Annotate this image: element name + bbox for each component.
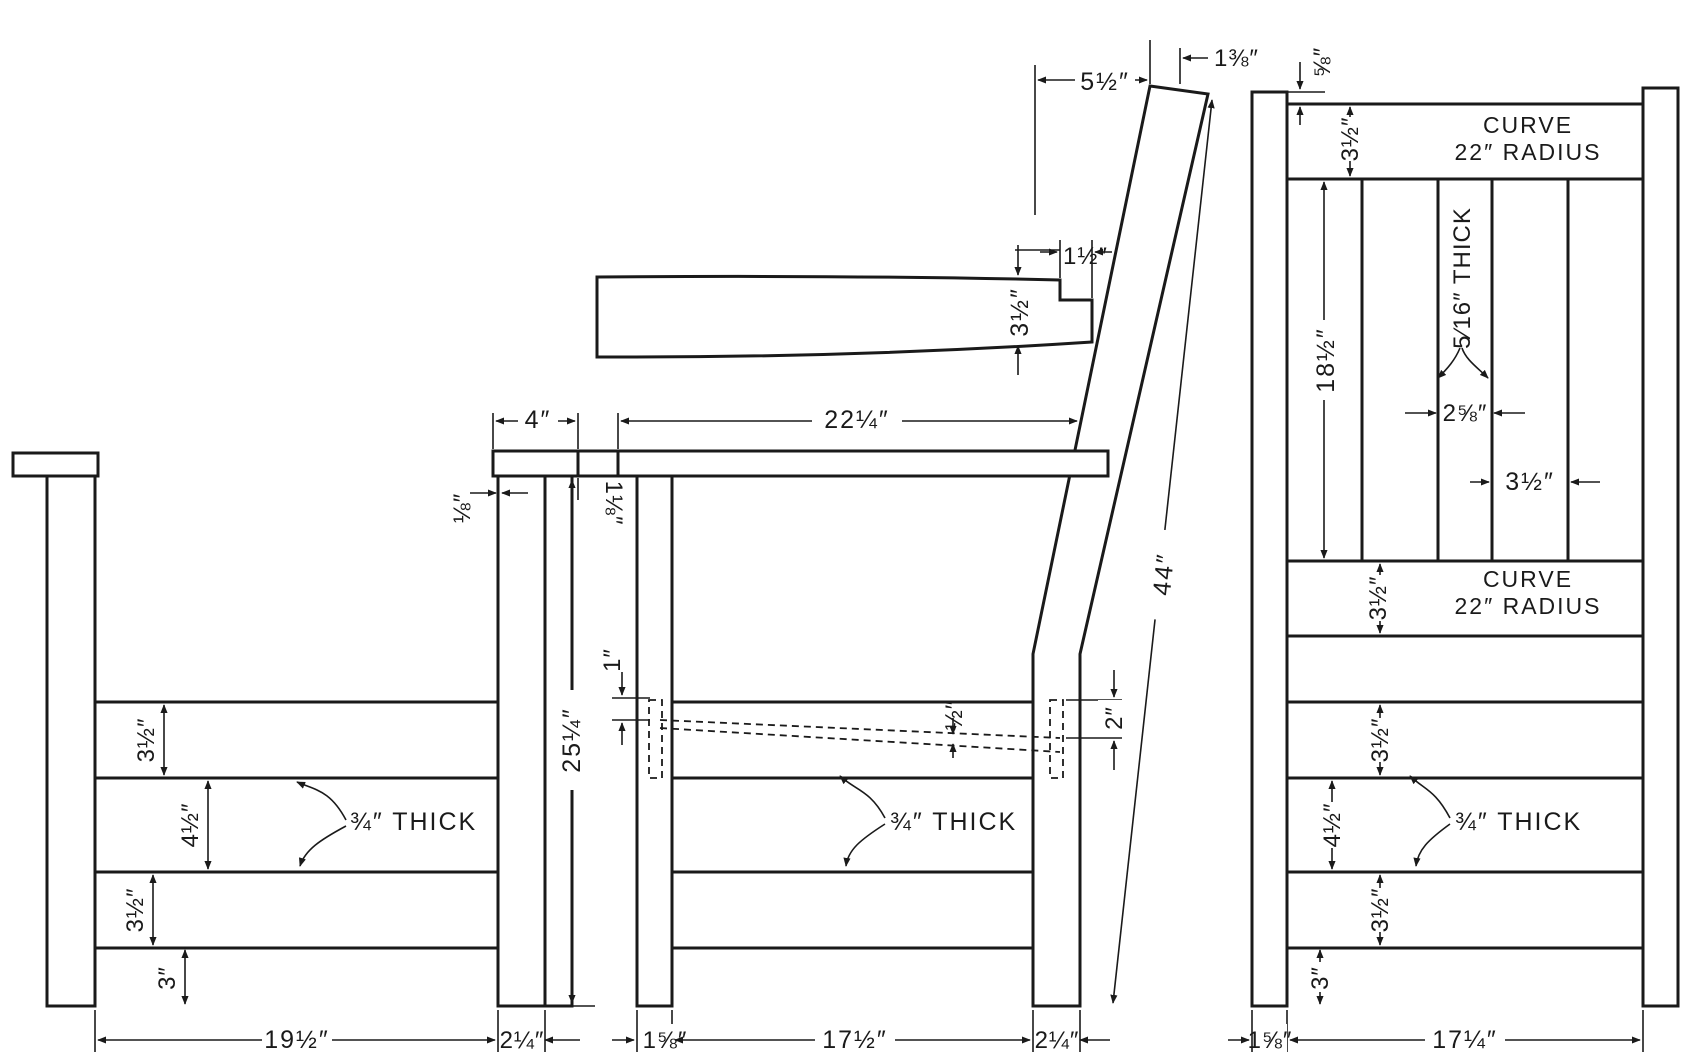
back-slat-spacing-label: 3½″ (1505, 468, 1555, 496)
back-top-curve-line2: 22″ RADIUS (1454, 139, 1601, 165)
side-back-top-label: 1⅜″ (1214, 45, 1259, 72)
end-post-left (45, 474, 97, 1008)
side-thickness-note: ¾″ THICK (890, 808, 1017, 836)
side-arm-length-label: 22¼″ (824, 406, 890, 434)
end-rail-1-label: 3½″ (133, 718, 160, 763)
back-thickness-note: ¾″ THICK (1455, 808, 1582, 836)
side-view: 4″ 22¼″ ⅛″ 1⅛″ 25¼″ 1″ ½″ 2″ (449, 40, 1259, 1054)
back-rail-1-label: 3½″ (1367, 718, 1394, 763)
side-tenon-back-label: 2″ (1101, 706, 1128, 730)
back-rail-2 (1285, 776, 1645, 874)
back-view: ⅝″ 3½″ CURVE 22″ RADIUS 18½″ 5⁄16″ THICK… (1228, 47, 1680, 1054)
back-post-left (1250, 90, 1289, 1008)
side-back-rake-label: 5½″ (1080, 68, 1130, 96)
back-rail-3 (1285, 870, 1645, 950)
end-post-cap (11, 451, 100, 478)
side-back-leg-label: 2¼″ (1035, 1027, 1080, 1054)
back-slat-length-label: 18½″ (1312, 327, 1340, 393)
arm-height-label: 3½″ (1006, 287, 1034, 337)
side-rail-slope-label: ½″ (941, 700, 968, 731)
end-rail-2 (93, 776, 500, 874)
back-rail-a (1285, 634, 1645, 704)
side-depth-label: 17½″ (822, 1026, 888, 1054)
side-back-height-label: 44″ (1148, 551, 1180, 596)
back-slat-width-label: 2⅝″ (1443, 400, 1488, 427)
back-rail-1 (1285, 700, 1645, 780)
back-top-curve-line1: CURVE (1483, 112, 1573, 138)
back-slat-thickness-label: 5⁄16″ THICK (1449, 207, 1476, 349)
arm-piece (595, 274, 1094, 359)
side-arm-front (491, 449, 580, 478)
back-lower-curve-line2: 22″ RADIUS (1454, 593, 1601, 619)
side-front-leg (635, 474, 674, 1008)
side-back-post (1031, 84, 1210, 1008)
side-hidden-tenon-front (648, 699, 663, 779)
side-rail-1 (670, 700, 1035, 780)
end-rail-3 (93, 870, 500, 950)
back-rail-3-label: 3½″ (1367, 888, 1394, 933)
side-hidden-tenon-back (1049, 699, 1064, 779)
side-arm-overhang-label: 4″ (525, 406, 552, 434)
back-post-width-label: 1⅝″ (1248, 1027, 1293, 1054)
back-slat-2 (1490, 177, 1570, 563)
side-leg-height-label: 25¼″ (558, 707, 586, 773)
side-arm (616, 449, 1110, 478)
end-leg-right (496, 474, 547, 1008)
back-lower-curve-line1: CURVE (1483, 566, 1573, 592)
end-thickness-note: ¾″ THICK (350, 808, 477, 836)
back-post-top-label: ⅝″ (1309, 47, 1336, 78)
back-lower-rail-label: 3½″ (1365, 576, 1392, 621)
back-rail-2-label: 4½″ (1319, 803, 1346, 848)
arm-notch-label: 1½″ (1063, 243, 1108, 270)
side-small-gap-label: 1⅛″ (600, 481, 627, 526)
end-bottom-label: 3″ (154, 966, 181, 990)
arm-detail: 1½″ 3½″ (595, 240, 1112, 375)
back-slat-1 (1360, 177, 1440, 563)
end-width-label: 19½″ (264, 1026, 330, 1054)
side-arm-offset-label: ⅛″ (449, 493, 476, 524)
end-view: 3½″ 4½″ 3½″ 3″ ¾″ THICK 19½″ 2¼″ (11, 451, 580, 1054)
side-tenon-top-label: 1″ (599, 648, 626, 672)
back-post-right (1641, 86, 1680, 1008)
end-rail-3-label: 3½″ (122, 888, 149, 933)
side-rail-3 (670, 870, 1035, 950)
side-arm-block (576, 449, 620, 478)
back-lower-rail (1285, 559, 1645, 638)
end-leg-label: 2¼″ (500, 1027, 545, 1054)
back-top-rail-label: 3½″ (1337, 117, 1364, 162)
back-width-label: 17¼″ (1432, 1026, 1498, 1054)
end-rail-2-label: 4½″ (177, 803, 204, 848)
back-bottom-label: 3″ (1307, 966, 1334, 990)
